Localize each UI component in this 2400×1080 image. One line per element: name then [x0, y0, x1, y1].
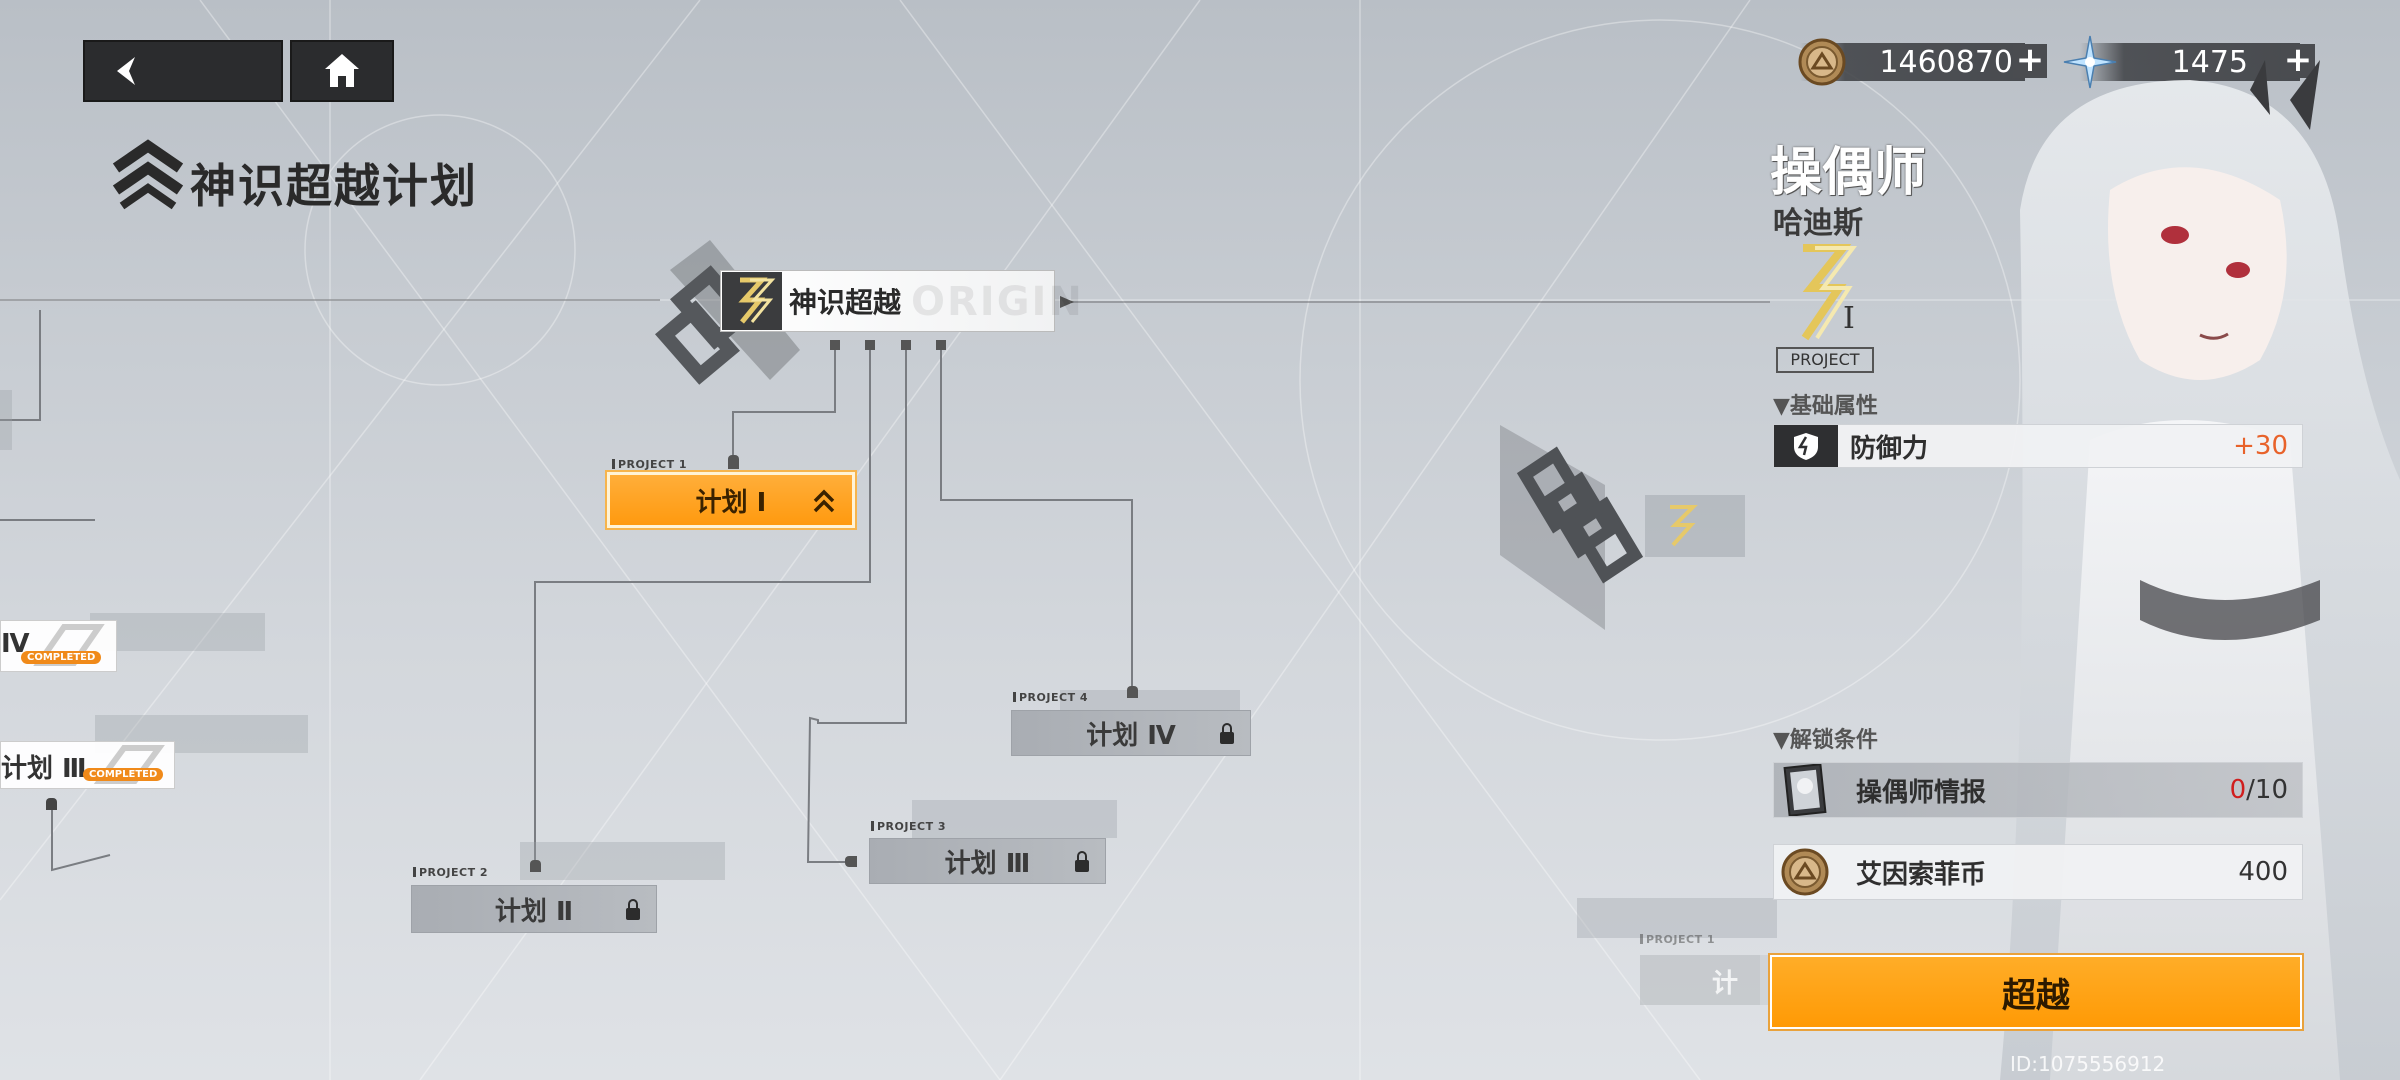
project1-connector-dot — [728, 455, 739, 469]
panel-subtitle: 哈迪斯 — [1773, 206, 1863, 241]
requirement-cost: 400 — [2238, 857, 2288, 887]
user-id: ID:1075556912 — [2010, 1052, 2166, 1076]
requirement-row: 艾因索菲币 400 — [1773, 844, 2303, 900]
side-emblem-decoration — [1500, 425, 1745, 630]
base-attr-value: +30 — [2233, 431, 2288, 461]
home-icon — [325, 54, 359, 87]
project-emblem-tag: PROJECT — [1776, 347, 1874, 373]
faded-project-tag: PROJECT 1 — [1640, 933, 1715, 946]
project1-node[interactable]: 计划 Ⅰ — [607, 472, 855, 528]
main-node-icon-box — [722, 272, 782, 330]
project3-node[interactable]: 计划 Ⅲ — [869, 838, 1106, 884]
left-connector-dot — [46, 798, 57, 810]
page-title: 神识超越计划 — [190, 159, 478, 213]
project2-node[interactable]: 计划 Ⅱ — [411, 885, 657, 933]
coin-icon — [1781, 848, 1829, 896]
add-crystal-button[interactable]: + — [2281, 43, 2315, 78]
double-chevron-up-icon — [813, 489, 835, 513]
project4-connector-dot — [1127, 686, 1138, 698]
faded-project-node: 计 — [1640, 955, 1780, 1005]
project-s-icon — [1801, 244, 1857, 341]
character-portrait — [2000, 60, 2400, 1080]
back-button[interactable] — [83, 40, 283, 102]
gold-value: 1460870 — [1879, 44, 2013, 80]
left-completed-item-1[interactable]: Ⅳ COMPLETED — [0, 620, 117, 672]
main-node-emblem — [655, 240, 800, 385]
project3-connector-dot — [845, 856, 857, 867]
project1-tag: PROJECT 1 — [612, 458, 687, 471]
crystal-value: 1475 — [2171, 44, 2248, 80]
lock-icon — [1075, 851, 1089, 872]
back-arrow-icon — [117, 57, 135, 85]
home-button[interactable] — [290, 40, 394, 102]
base-attr-header: ▼基础属性 — [1773, 394, 1878, 419]
completed-emblem-icon — [93, 745, 165, 784]
completed-badge: COMPLETED — [21, 651, 102, 664]
project2-connector-dot — [530, 860, 541, 872]
dossier-card-icon — [1783, 764, 1827, 816]
panel-title: 操偶师 — [1770, 143, 1927, 203]
base-attr-row: 防御力 +30 — [1773, 424, 2303, 468]
project4-node[interactable]: 计划 Ⅳ — [1011, 710, 1251, 756]
requirement-progress: 0/10 — [2229, 775, 2288, 805]
main-node-watermark: ORIGIN — [911, 279, 1084, 325]
dossier-card-icon-box — [1774, 762, 1836, 818]
chevron-stack-icon — [112, 139, 184, 210]
unlock-header: ▼解锁条件 — [1773, 728, 1878, 753]
project4-tag: PROJECT 4 — [1013, 691, 1088, 704]
crystal-star-icon — [2063, 35, 2117, 89]
shield-icon-box — [1774, 425, 1838, 467]
emblem-numeral: Ⅰ — [1843, 301, 1855, 336]
project-s-icon — [738, 277, 776, 324]
completed-badge: COMPLETED — [83, 768, 164, 781]
transcend-button[interactable]: 超越 — [1770, 955, 2302, 1029]
coin-icon-box — [1774, 844, 1836, 900]
left-completed-item-2[interactable]: 计划 Ⅲ COMPLETED — [0, 741, 175, 789]
lock-icon — [1220, 723, 1234, 744]
project2-tag: PROJECT 2 — [413, 866, 488, 879]
project-emblem: Ⅰ — [1783, 243, 1863, 343]
lock-icon — [626, 899, 640, 920]
project3-tag: PROJECT 3 — [871, 820, 946, 833]
requirement-row: 操偶师情报 0/10 — [1773, 762, 2303, 818]
add-gold-button[interactable]: + — [2013, 43, 2047, 78]
coin-icon — [1798, 38, 1846, 86]
shield-icon — [1794, 433, 1818, 460]
